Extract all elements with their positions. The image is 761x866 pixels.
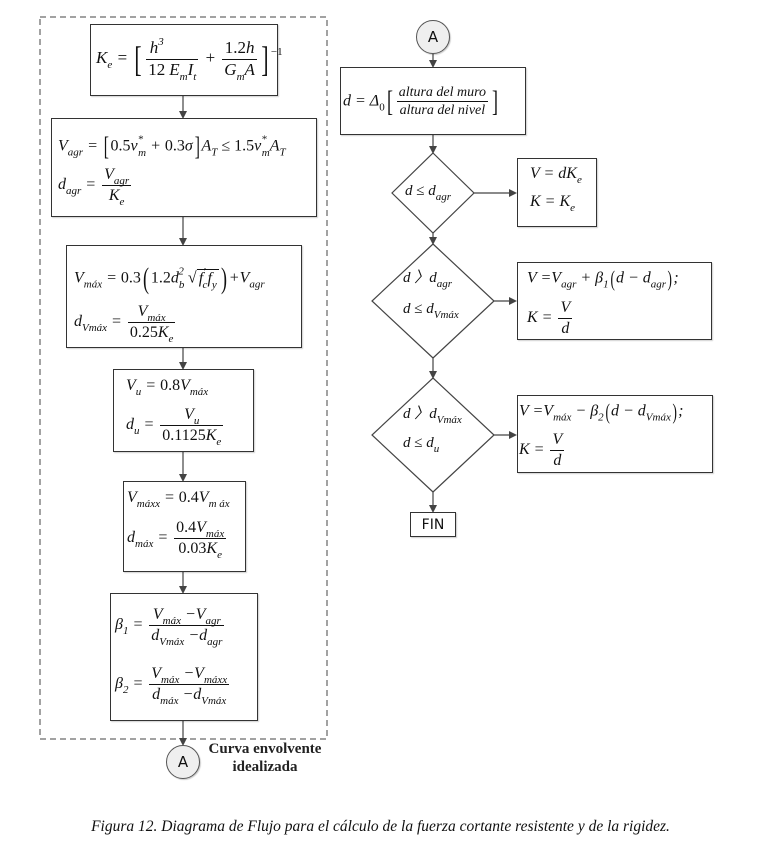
d-box (340, 67, 526, 135)
group-label-line2: idealizada (232, 759, 298, 775)
decision3-label-b: d ≤ du (403, 435, 440, 455)
result2-v: V =Vagr + β1(d − dagr); (527, 266, 679, 291)
d-numerator: altura del muro (396, 84, 489, 103)
vmaxx-formula: Vmáxx = 0.4Vm áx (127, 489, 230, 510)
result1-v: V = dKe (530, 165, 582, 186)
end-terminal: FIN (410, 512, 456, 537)
beta-box (110, 593, 258, 721)
result1-box (517, 158, 597, 227)
vmaxx-box (123, 481, 246, 572)
group-label: Curva envolvente idealizada (205, 740, 325, 776)
vagr-formula: Vagr = [0.5v*m + 0.3σ]AT ≤ 1.5v*mAT (58, 132, 286, 161)
figure-caption: Figura 12. Diagrama de Flujo para el cál… (91, 818, 670, 835)
group-label-line1: Curva envolvente (208, 741, 322, 757)
decision2-label-a: d 〉dagr (403, 270, 453, 290)
result3-v: V =Vmáx − β2(d − dVmáx); (519, 399, 684, 424)
connector-a-start: A (416, 20, 450, 54)
d-denominator: altura del nivel (399, 103, 486, 119)
connector-a-end: A (166, 745, 200, 779)
decision3-label-a: d 〉dVmáx (403, 406, 462, 426)
decision2-label-b: d ≤ dVmáx (403, 301, 459, 321)
result3-box (517, 395, 713, 473)
vmax-formula: Vmáx = 0.3(1.2db2 √f′cfy)+Vagr (74, 262, 265, 295)
decision1-label: d ≤ dagr (405, 183, 452, 203)
vu-formula: Vu = 0.8Vmáx (126, 377, 209, 398)
ke-box (90, 24, 278, 96)
result1-k: K = Ke (530, 193, 576, 214)
vmax-box (66, 245, 302, 348)
vu-box (113, 369, 254, 452)
result2-box (517, 262, 712, 340)
vagr-box (51, 118, 317, 217)
